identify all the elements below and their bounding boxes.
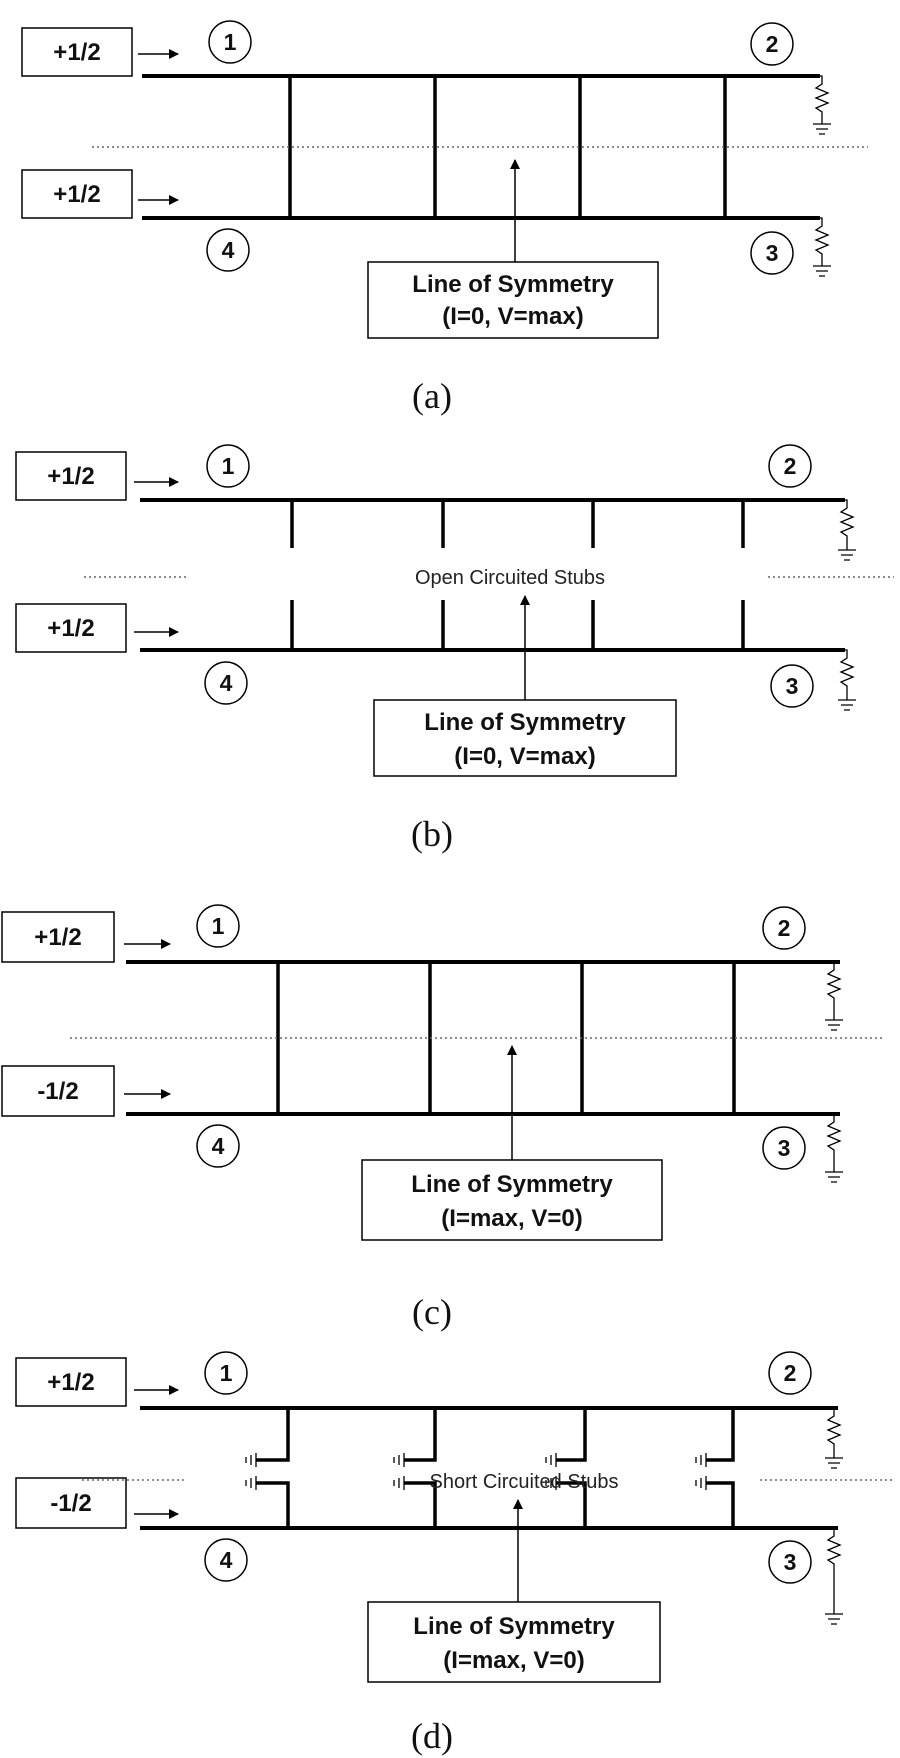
port-3	[770, 664, 814, 708]
port-4-label: 4	[220, 1547, 233, 1573]
port-4-label: 4	[212, 1133, 225, 1159]
symmetry-condition: (I=max, V=0)	[443, 1647, 584, 1674]
stub-label: Short Circuited Stubs	[430, 1471, 619, 1493]
termination-port-3	[813, 217, 831, 277]
port-3	[768, 1540, 812, 1584]
input-top-label: +1/2	[47, 463, 94, 490]
panel-c: +1/2 -1/2 1 2 3 4 Line of Symmetry (I=ma…	[1, 904, 884, 1332]
input-top-label: +1/2	[53, 39, 100, 66]
input-bottom-box	[15, 1477, 127, 1529]
port-3-label: 3	[778, 1135, 791, 1161]
caption-d: (d)	[411, 1716, 453, 1756]
caption-c: (c)	[412, 1292, 452, 1332]
short-stub-1	[245, 1408, 290, 1528]
port-2	[768, 444, 812, 488]
input-top-box	[1, 911, 115, 963]
termination-port-2	[825, 961, 843, 1031]
termination-port-2	[825, 1407, 843, 1469]
symmetry-box	[361, 1159, 663, 1241]
port-1-label: 1	[212, 913, 225, 939]
port-1-label: 1	[224, 29, 237, 55]
symmetry-box	[373, 699, 677, 777]
symmetry-condition: (I=0, V=max)	[454, 743, 595, 770]
port-2-label: 2	[766, 31, 779, 57]
port-4	[204, 661, 248, 705]
panel-b: +1/2 +1/2 Open Circuited Stubs 1 2 3 4	[15, 444, 894, 854]
port-1	[206, 444, 250, 488]
input-bottom-label: +1/2	[47, 615, 94, 642]
port-1-label: 1	[220, 1360, 233, 1386]
panel-d: +1/2 -1/2 Short Circuit	[15, 1351, 892, 1756]
input-bottom-label: -1/2	[37, 1078, 78, 1105]
input-top-box	[15, 451, 127, 501]
termination-port-3	[825, 1527, 843, 1625]
termination-port-3	[825, 1113, 843, 1183]
caption-a: (a)	[412, 376, 452, 416]
symmetry-condition: (I=0, V=max)	[442, 303, 583, 330]
port-1	[204, 1351, 248, 1395]
port-1	[196, 904, 240, 948]
input-top-label: +1/2	[34, 924, 81, 951]
short-stub-4	[695, 1408, 735, 1528]
termination-port-2	[813, 75, 831, 135]
input-top-box	[15, 1357, 127, 1407]
panel-a: +1/2 +1/2 1 2 3 4 Line of	[21, 20, 868, 416]
port-2	[768, 1351, 812, 1395]
input-bottom-box	[21, 169, 133, 219]
input-top-label: +1/2	[47, 1369, 94, 1396]
caption-b: (b)	[411, 814, 453, 854]
port-2-label: 2	[784, 1360, 797, 1386]
port-3-label: 3	[784, 1549, 797, 1575]
symmetry-title: Line of Symmetry	[424, 709, 626, 736]
port-2-label: 2	[784, 453, 797, 479]
symmetry-box	[367, 261, 659, 339]
port-3	[762, 1126, 806, 1170]
port-4	[204, 1538, 248, 1582]
port-1	[208, 20, 252, 64]
port-3-label: 3	[786, 673, 799, 699]
input-bottom-label: +1/2	[53, 181, 100, 208]
short-stub-2	[393, 1408, 437, 1528]
input-top-box	[21, 27, 133, 77]
short-stub-3	[545, 1408, 587, 1528]
symmetry-title: Line of Symmetry	[413, 1613, 615, 1640]
termination-port-3	[838, 649, 856, 711]
port-4-label: 4	[220, 670, 233, 696]
input-bottom-box	[1, 1065, 115, 1117]
port-2	[762, 906, 806, 950]
stub-label: Open Circuited Stubs	[415, 567, 605, 589]
port-3	[750, 231, 794, 275]
symmetry-title: Line of Symmetry	[411, 1171, 613, 1198]
termination-port-2	[838, 499, 856, 561]
port-3-label: 3	[766, 240, 779, 266]
port-4-label: 4	[222, 237, 235, 263]
symmetry-title: Line of Symmetry	[412, 271, 614, 298]
input-bottom-label: -1/2	[50, 1490, 91, 1517]
symmetry-box	[367, 1601, 661, 1683]
symmetry-condition: (I=max, V=0)	[441, 1205, 582, 1232]
port-2-label: 2	[778, 915, 791, 941]
port-4	[206, 228, 250, 272]
port-1-label: 1	[222, 453, 235, 479]
port-2	[750, 22, 794, 66]
input-bottom-box	[15, 603, 127, 653]
port-4	[196, 1124, 240, 1168]
